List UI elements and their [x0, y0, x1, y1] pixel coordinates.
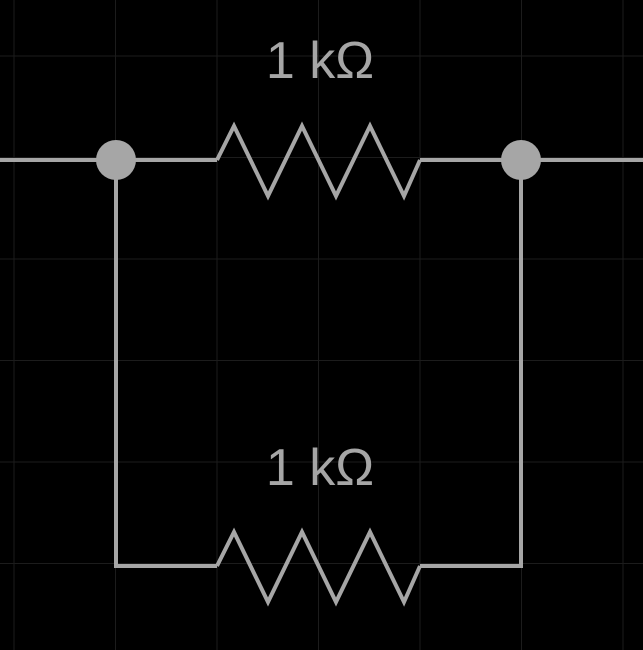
junction-node-right [501, 140, 541, 180]
wire-right-branch [420, 160, 523, 568]
resistor-r1: 1 kΩ [215, 32, 422, 201]
junction-node-left [96, 140, 136, 180]
resistor-r1-zigzag [215, 121, 422, 201]
resistor-r2-label: 1 kΩ [266, 439, 374, 497]
resistor-r1-label: 1 kΩ [266, 32, 374, 90]
resistor-r2: 1 kΩ [215, 439, 422, 607]
resistor-r2-zigzag [215, 527, 422, 607]
wire-left-branch [114, 160, 217, 568]
